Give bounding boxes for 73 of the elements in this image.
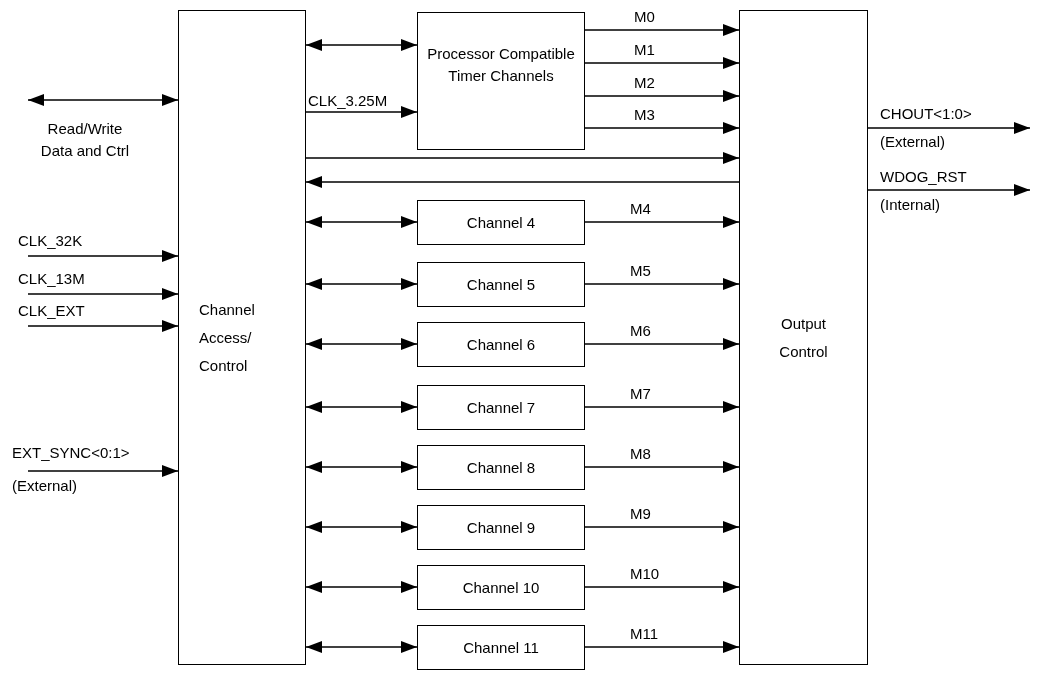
block-box <box>417 322 585 367</box>
block-box <box>417 385 585 430</box>
signal-label: CLK_3.25M <box>308 92 389 110</box>
signal-label: Read/Write Data and Ctrl <box>39 119 131 161</box>
arrow <box>305 106 418 118</box>
block-box <box>417 565 585 610</box>
signal-label: M7 <box>630 385 652 403</box>
arrow <box>305 338 418 350</box>
arrow <box>584 24 740 36</box>
block-box <box>417 12 585 150</box>
arrow <box>584 57 740 69</box>
signal-label: CLK_13M <box>18 270 86 288</box>
signal-label: M9 <box>630 505 652 523</box>
arrow <box>584 641 740 653</box>
block-label: Channel 8 <box>466 457 536 478</box>
block-box <box>739 10 868 665</box>
block-label: Processor Compatible Timer Channels <box>426 44 576 86</box>
arrow <box>584 338 740 350</box>
arrow <box>584 461 740 473</box>
signal-label: M11 <box>630 625 660 643</box>
signal-label: CLK_32K <box>18 232 84 250</box>
signal-label: M8 <box>630 445 652 463</box>
arrow <box>27 250 179 262</box>
block-box <box>178 10 306 665</box>
signal-label: M10 <box>630 565 661 583</box>
signal-label: M1 <box>634 41 656 59</box>
arrow <box>305 641 418 653</box>
block-label: Channel 9 <box>466 517 536 538</box>
block-box <box>417 625 585 670</box>
signal-label: EXT_SYNC<0:1> (External) <box>12 443 131 496</box>
arrow <box>867 184 1031 196</box>
block-label: Channel 7 <box>466 397 536 418</box>
arrow <box>584 521 740 533</box>
arrow <box>305 401 418 413</box>
block-label: Channel 6 <box>466 334 536 355</box>
arrow <box>305 461 418 473</box>
arrow <box>584 216 740 228</box>
signal-label: WDOG_RST (Internal) <box>880 167 968 215</box>
block-label: Channel Access/ Control <box>199 299 256 376</box>
arrow <box>867 122 1031 134</box>
signal-label: M6 <box>630 322 652 340</box>
block-box <box>417 445 585 490</box>
block-label: Channel 10 <box>462 577 540 598</box>
arrow <box>27 288 179 300</box>
block-box <box>417 262 585 307</box>
arrow <box>305 581 418 593</box>
arrow <box>305 278 418 290</box>
arrow <box>27 320 179 332</box>
arrow <box>584 581 740 593</box>
arrow <box>584 278 740 290</box>
block-box <box>417 505 585 550</box>
signal-label: CHOUT<1:0> (External) <box>880 104 973 152</box>
arrow <box>27 94 179 106</box>
arrow <box>584 122 740 134</box>
arrow <box>27 465 179 477</box>
signal-label: M2 <box>634 74 656 92</box>
block-box <box>417 200 585 245</box>
block-label: Channel 5 <box>466 274 536 295</box>
arrow <box>584 401 740 413</box>
block-label: Channel 11 <box>463 637 539 658</box>
arrow <box>305 152 740 164</box>
arrow <box>305 39 418 51</box>
block-label: Channel 4 <box>466 212 536 233</box>
signal-label: CLK_EXT <box>18 302 86 320</box>
signal-label: M3 <box>634 106 656 124</box>
arrow <box>305 216 418 228</box>
signal-label: M4 <box>630 200 652 218</box>
arrow <box>305 176 740 188</box>
block-label: Output Control <box>778 313 829 362</box>
arrow <box>584 90 740 102</box>
arrow <box>305 521 418 533</box>
signal-label: M5 <box>630 262 652 280</box>
signal-label: M0 <box>634 8 656 26</box>
